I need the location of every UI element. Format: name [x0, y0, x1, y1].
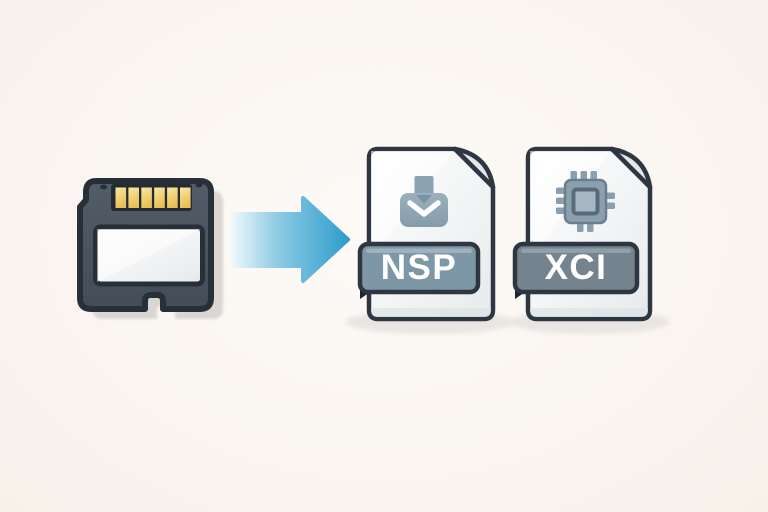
card-screw-right: [195, 182, 203, 188]
file-nsp: [345, 146, 515, 334]
card-screw-left: [100, 184, 107, 190]
download-icon: [400, 176, 448, 227]
arrow-right-icon: [230, 196, 350, 283]
card-label: [93, 224, 205, 287]
xci-badge-label: XCI: [544, 248, 608, 287]
folded-corner: [452, 146, 496, 190]
nsp-badge-label: NSP: [380, 248, 458, 287]
folded-corner: [609, 146, 653, 190]
page-bottom-shade: [530, 308, 648, 317]
xci-badge: [512, 241, 640, 299]
card-pins: [111, 184, 192, 211]
nsp-badge: [357, 241, 481, 299]
file-xci: [510, 146, 670, 334]
page-bottom-shade: [371, 308, 491, 317]
memory-card-icon: [77, 178, 223, 319]
chip-icon: [556, 171, 615, 232]
